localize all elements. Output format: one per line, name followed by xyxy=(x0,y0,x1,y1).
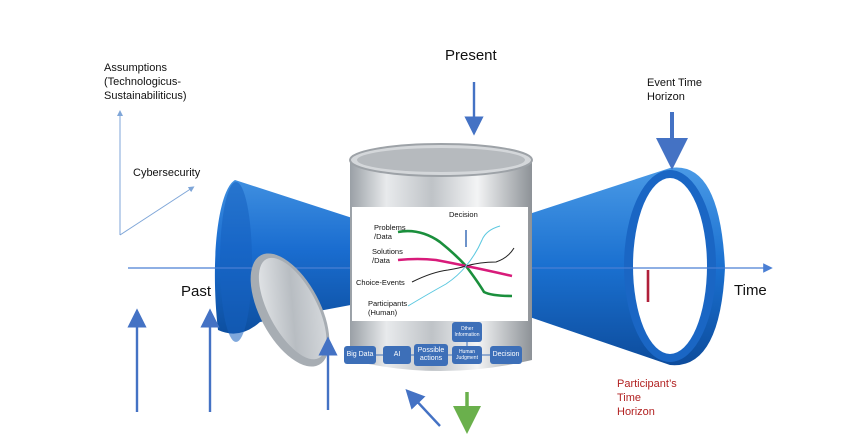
flow-box-possible-actions xyxy=(414,344,448,366)
solutions-stream xyxy=(397,257,513,278)
flow-ai-label: AI xyxy=(393,351,401,358)
time-label: Time xyxy=(734,282,767,299)
flow-decision-label: Decision xyxy=(492,351,520,358)
chart-problems-label: Problems /Data xyxy=(374,223,406,241)
can-lid xyxy=(250,253,330,367)
chart-choice-events-label: Choice-Events xyxy=(356,278,405,287)
flow-box-human-judgment xyxy=(452,346,482,364)
participant-horizon-label: Participant’s Time Horizon xyxy=(617,378,677,418)
flow-box-other-information xyxy=(452,322,482,342)
flow-other-information-label: Other Information xyxy=(454,326,480,338)
past-label: Past xyxy=(181,283,212,300)
event-horizon-label: Event Time Horizon xyxy=(647,77,703,103)
present-label: Present xyxy=(445,47,497,64)
participants-stream xyxy=(407,225,501,307)
event-horizon-opening xyxy=(633,178,707,354)
flow-box-big-data xyxy=(344,346,376,364)
past-cone-mouth xyxy=(220,182,252,342)
flow-big-data-label: Big Data xyxy=(346,351,374,358)
assumptions-label: Assumptions (Technologicus- Sustainabili… xyxy=(104,62,187,102)
flow-connectors xyxy=(376,342,490,356)
cybersecurity-axis xyxy=(119,186,195,236)
chart-participants-label: Participants (Human) xyxy=(368,299,408,317)
cybersecurity-label: Cybersecurity xyxy=(133,167,201,179)
chart-decision-label: Decision xyxy=(449,210,478,219)
flow-box-decision xyxy=(490,346,522,364)
flow-possible-actions-label: Possible actions xyxy=(417,347,445,362)
flow-human-judgment-label: Human Judgment xyxy=(456,349,478,361)
diagonal-input-arrow xyxy=(405,388,441,427)
chart-solutions-label: Solutions /Data xyxy=(372,247,403,265)
flow-box-ai xyxy=(383,346,411,364)
